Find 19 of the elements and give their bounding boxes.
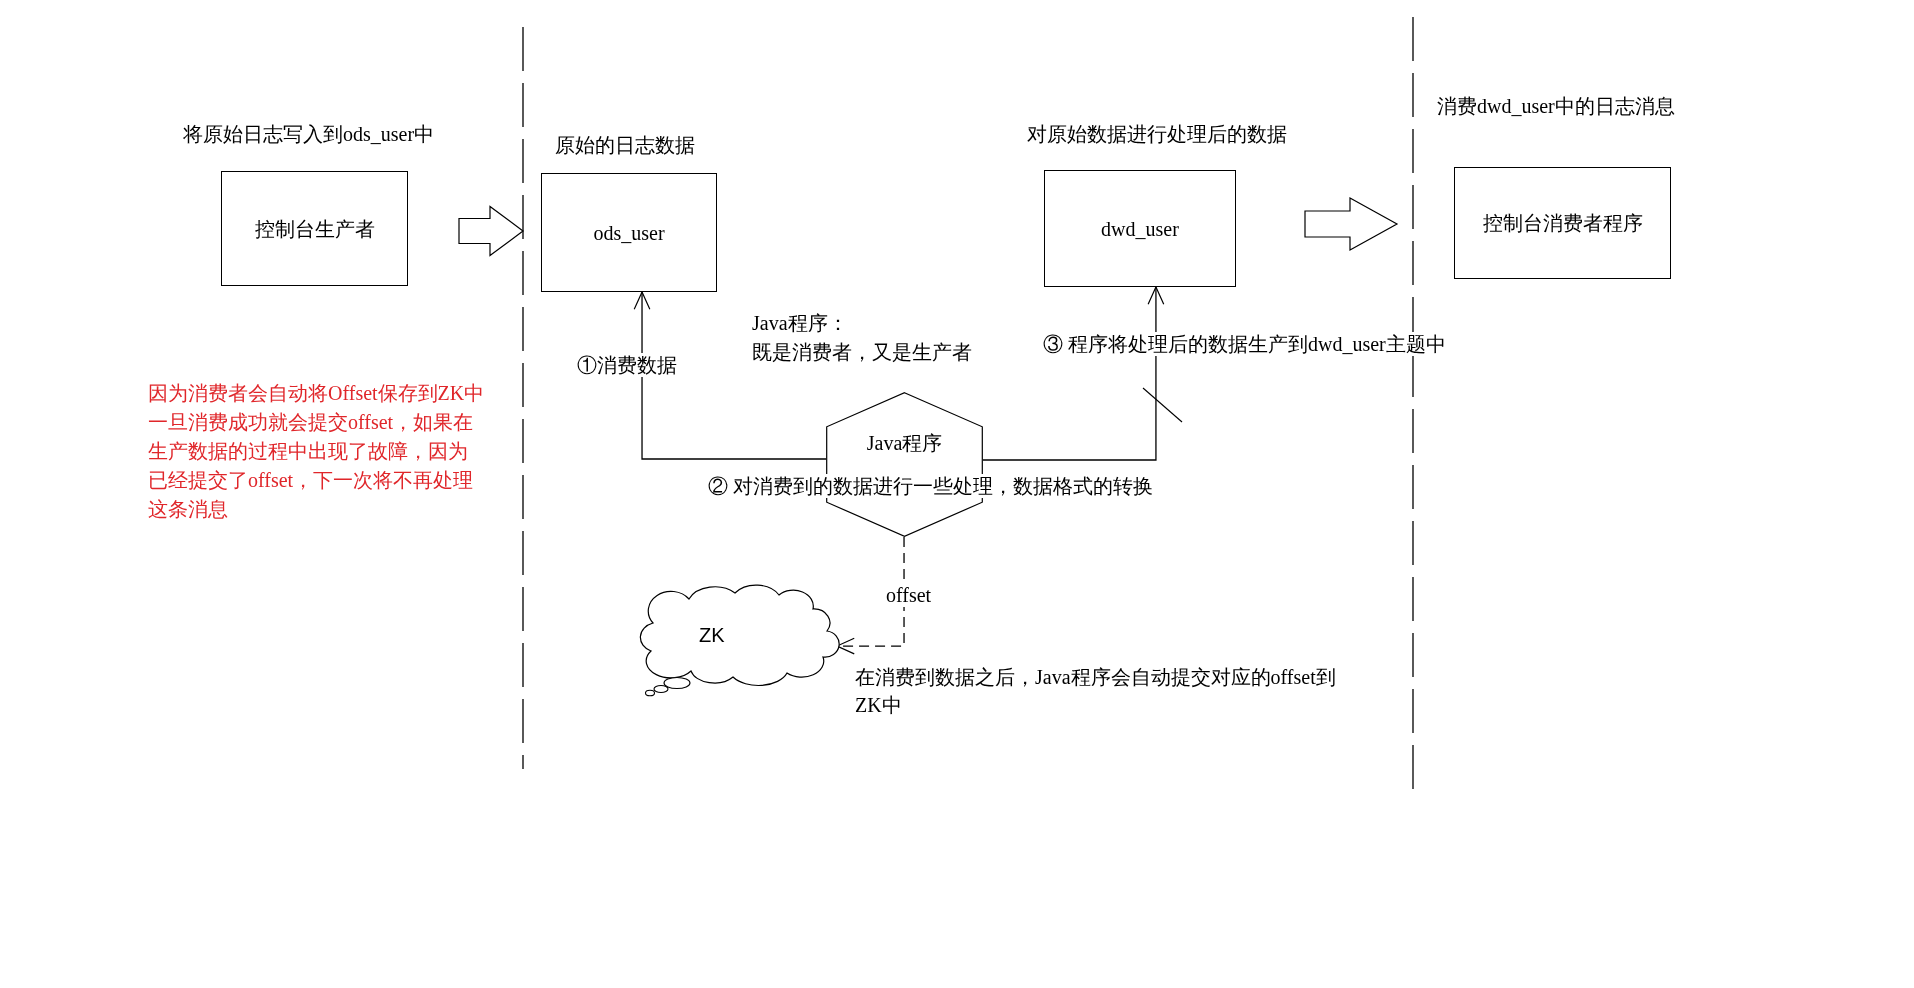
heading-text: 对原始数据进行处理后的数据 bbox=[1027, 122, 1287, 146]
heading-text: 将原始日志写入到ods_user中 bbox=[183, 122, 435, 146]
note-text: Java程序： bbox=[752, 311, 848, 335]
note-text: 在消费到数据之后，Java程序会自动提交对应的offset到ZK中 bbox=[855, 665, 1337, 718]
note-text: 既是消费者，又是生产者 bbox=[752, 340, 972, 364]
heading-text: 消费dwd_user中的日志消息 bbox=[1437, 94, 1675, 118]
arrow bbox=[982, 286, 1165, 461]
edge-label: ①消费数据 bbox=[575, 353, 679, 377]
block-arrow bbox=[1304, 197, 1399, 251]
note-text: 因为消费者会自动将Offset保存到ZK中一旦消费成功就会提交offset，如果在生产数据的过程中出现了故障，因为已经提交了offset，下一次将不再处理这条消息 bbox=[148, 381, 486, 522]
process-box: ods_user bbox=[541, 173, 717, 292]
arrow bbox=[633, 291, 827, 460]
process-box: dwd_user bbox=[1044, 170, 1236, 287]
note-text: ② 对消费到的数据进行一些处理，数据格式的转换 bbox=[706, 474, 1155, 498]
edge-label: offset bbox=[884, 583, 934, 607]
process-box: 控制台生产者 bbox=[221, 171, 408, 286]
process-box: 控制台消费者程序 bbox=[1454, 167, 1671, 279]
heading-text: 原始的日志数据 bbox=[555, 133, 695, 157]
block-arrow bbox=[458, 205, 524, 257]
